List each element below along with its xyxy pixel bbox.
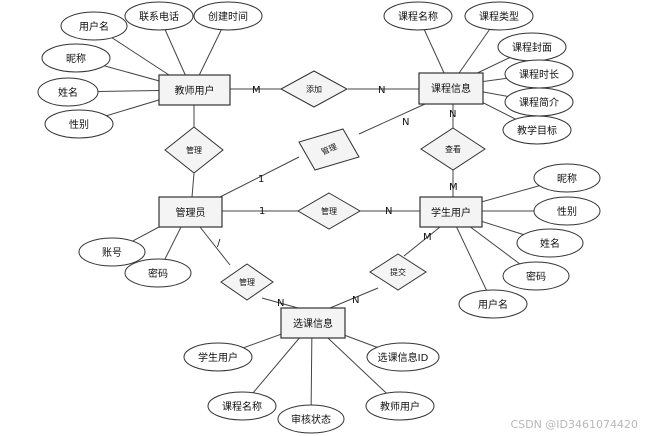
- svg-text:课程类型: 课程类型: [479, 10, 519, 23]
- relationship-submit: 提交: [369, 253, 427, 291]
- attribute-course-intro: 课程简介: [504, 87, 574, 117]
- svg-text:审核状态: 审核状态: [291, 413, 331, 426]
- attribute-student-nickname: 昵称: [533, 163, 601, 193]
- entity-admin: 管理员: [158, 196, 223, 228]
- svg-text:课程简介: 课程简介: [519, 96, 559, 109]
- entity-course-label: 课程信息: [431, 82, 471, 95]
- attribute-selection-course-name: 课程名称: [207, 391, 277, 421]
- attribute-student-gender: 性别: [533, 196, 601, 226]
- attribute-selection-student: 学生用户: [183, 342, 253, 372]
- svg-text:性别: 性别: [69, 118, 89, 131]
- svg-text:密码: 密码: [148, 267, 168, 280]
- relationship-manage-course: 管理: [298, 128, 360, 171]
- relationship-manage-student: 管理: [297, 192, 361, 230]
- svg-text:姓名: 姓名: [58, 86, 78, 99]
- entity-teacher-label: 教师用户: [175, 84, 215, 97]
- svg-text:创建时间: 创建时间: [208, 10, 248, 23]
- svg-text:姓名: 姓名: [540, 237, 560, 250]
- attribute-selection-id: 选课信息ID: [366, 342, 440, 372]
- card-view-course: N: [449, 109, 456, 120]
- relationship-manage-selection: 管理: [220, 263, 274, 301]
- svg-text:昵称: 昵称: [557, 172, 577, 185]
- attribute-student-password: 密码: [502, 261, 570, 291]
- svg-text:课程封面: 课程封面: [512, 41, 552, 54]
- card-add-course: N: [378, 85, 385, 96]
- card-ms-student: N: [385, 206, 392, 217]
- card-msel-admin: /: [217, 238, 221, 249]
- attribute-course-goal: 教学目标: [502, 115, 572, 145]
- svg-text:密码: 密码: [526, 270, 546, 283]
- relationship-manage-teacher: 管理: [164, 126, 224, 174]
- svg-text:管理: 管理: [321, 206, 337, 216]
- svg-text:学生用户: 学生用户: [198, 351, 238, 364]
- entity-admin-label: 管理员: [176, 206, 206, 219]
- svg-text:教学目标: 教学目标: [517, 124, 557, 137]
- attribute-selection-teacher: 教师用户: [365, 391, 435, 421]
- entity-student: 学生用户: [419, 196, 483, 228]
- attribute-admin-password: 密码: [124, 258, 192, 288]
- attribute-selection-status: 审核状态: [277, 404, 345, 434]
- relationship-add: 添加: [279, 70, 349, 108]
- svg-text:用户名: 用户名: [79, 20, 109, 33]
- svg-text:教师用户: 教师用户: [380, 400, 420, 413]
- attribute-teacher-nickname: 昵称: [41, 43, 111, 73]
- svg-text:联系电话: 联系电话: [139, 10, 179, 23]
- svg-text:查看: 查看: [445, 144, 461, 154]
- card-msel-selection: N: [277, 298, 284, 309]
- svg-text:选课信息ID: 选课信息ID: [378, 351, 429, 364]
- entity-selection: 选课信息: [280, 307, 346, 339]
- card-sub-student: M: [423, 232, 432, 243]
- svg-text:账号: 账号: [102, 247, 122, 259]
- svg-text:课程名称: 课程名称: [222, 400, 262, 413]
- attribute-teacher-created: 创建时间: [193, 1, 263, 31]
- card-sub-selection: N: [352, 295, 359, 306]
- attribute-admin-account: 账号: [78, 237, 146, 267]
- attribute-student-username: 用户名: [458, 289, 528, 319]
- relationship-view: 查看: [420, 127, 486, 171]
- svg-text:课程名称: 课程名称: [398, 10, 438, 23]
- entity-course: 课程信息: [418, 72, 484, 105]
- svg-text:管理: 管理: [186, 145, 202, 155]
- card-ms-admin: 1: [259, 206, 265, 217]
- card-mc-course: N: [402, 117, 409, 128]
- svg-text:用户名: 用户名: [478, 298, 508, 311]
- svg-text:课程时长: 课程时长: [519, 69, 559, 81]
- attribute-teacher-username: 用户名: [60, 11, 128, 41]
- card-view-student: M: [449, 182, 458, 193]
- card-add-teacher: M: [252, 85, 261, 96]
- entity-teacher: 教师用户: [158, 74, 231, 106]
- watermark: CSDN @ID3461074420: [510, 418, 638, 431]
- svg-text:管理: 管理: [239, 277, 255, 287]
- attribute-course-name: 课程名称: [383, 1, 453, 31]
- attribute-teacher-phone: 联系电话: [124, 1, 194, 31]
- entity-selection-label: 选课信息: [293, 317, 333, 330]
- cardinality-labels: M N 1 N N M 1 N / N M N: [217, 85, 458, 309]
- attribute-student-name: 姓名: [516, 228, 584, 258]
- svg-text:提交: 提交: [390, 267, 406, 277]
- entity-student-label: 学生用户: [431, 206, 471, 219]
- svg-text:昵称: 昵称: [66, 52, 86, 65]
- card-mc-admin: 1: [258, 174, 264, 185]
- attribute-course-duration: 课程时长: [504, 59, 574, 89]
- attribute-teacher-gender: 性别: [44, 109, 114, 139]
- attribute-teacher-name: 姓名: [37, 77, 99, 107]
- attribute-course-cover: 课程封面: [497, 32, 567, 62]
- svg-text:添加: 添加: [306, 84, 322, 94]
- svg-text:性别: 性别: [557, 205, 577, 218]
- attribute-course-type: 课程类型: [464, 1, 534, 31]
